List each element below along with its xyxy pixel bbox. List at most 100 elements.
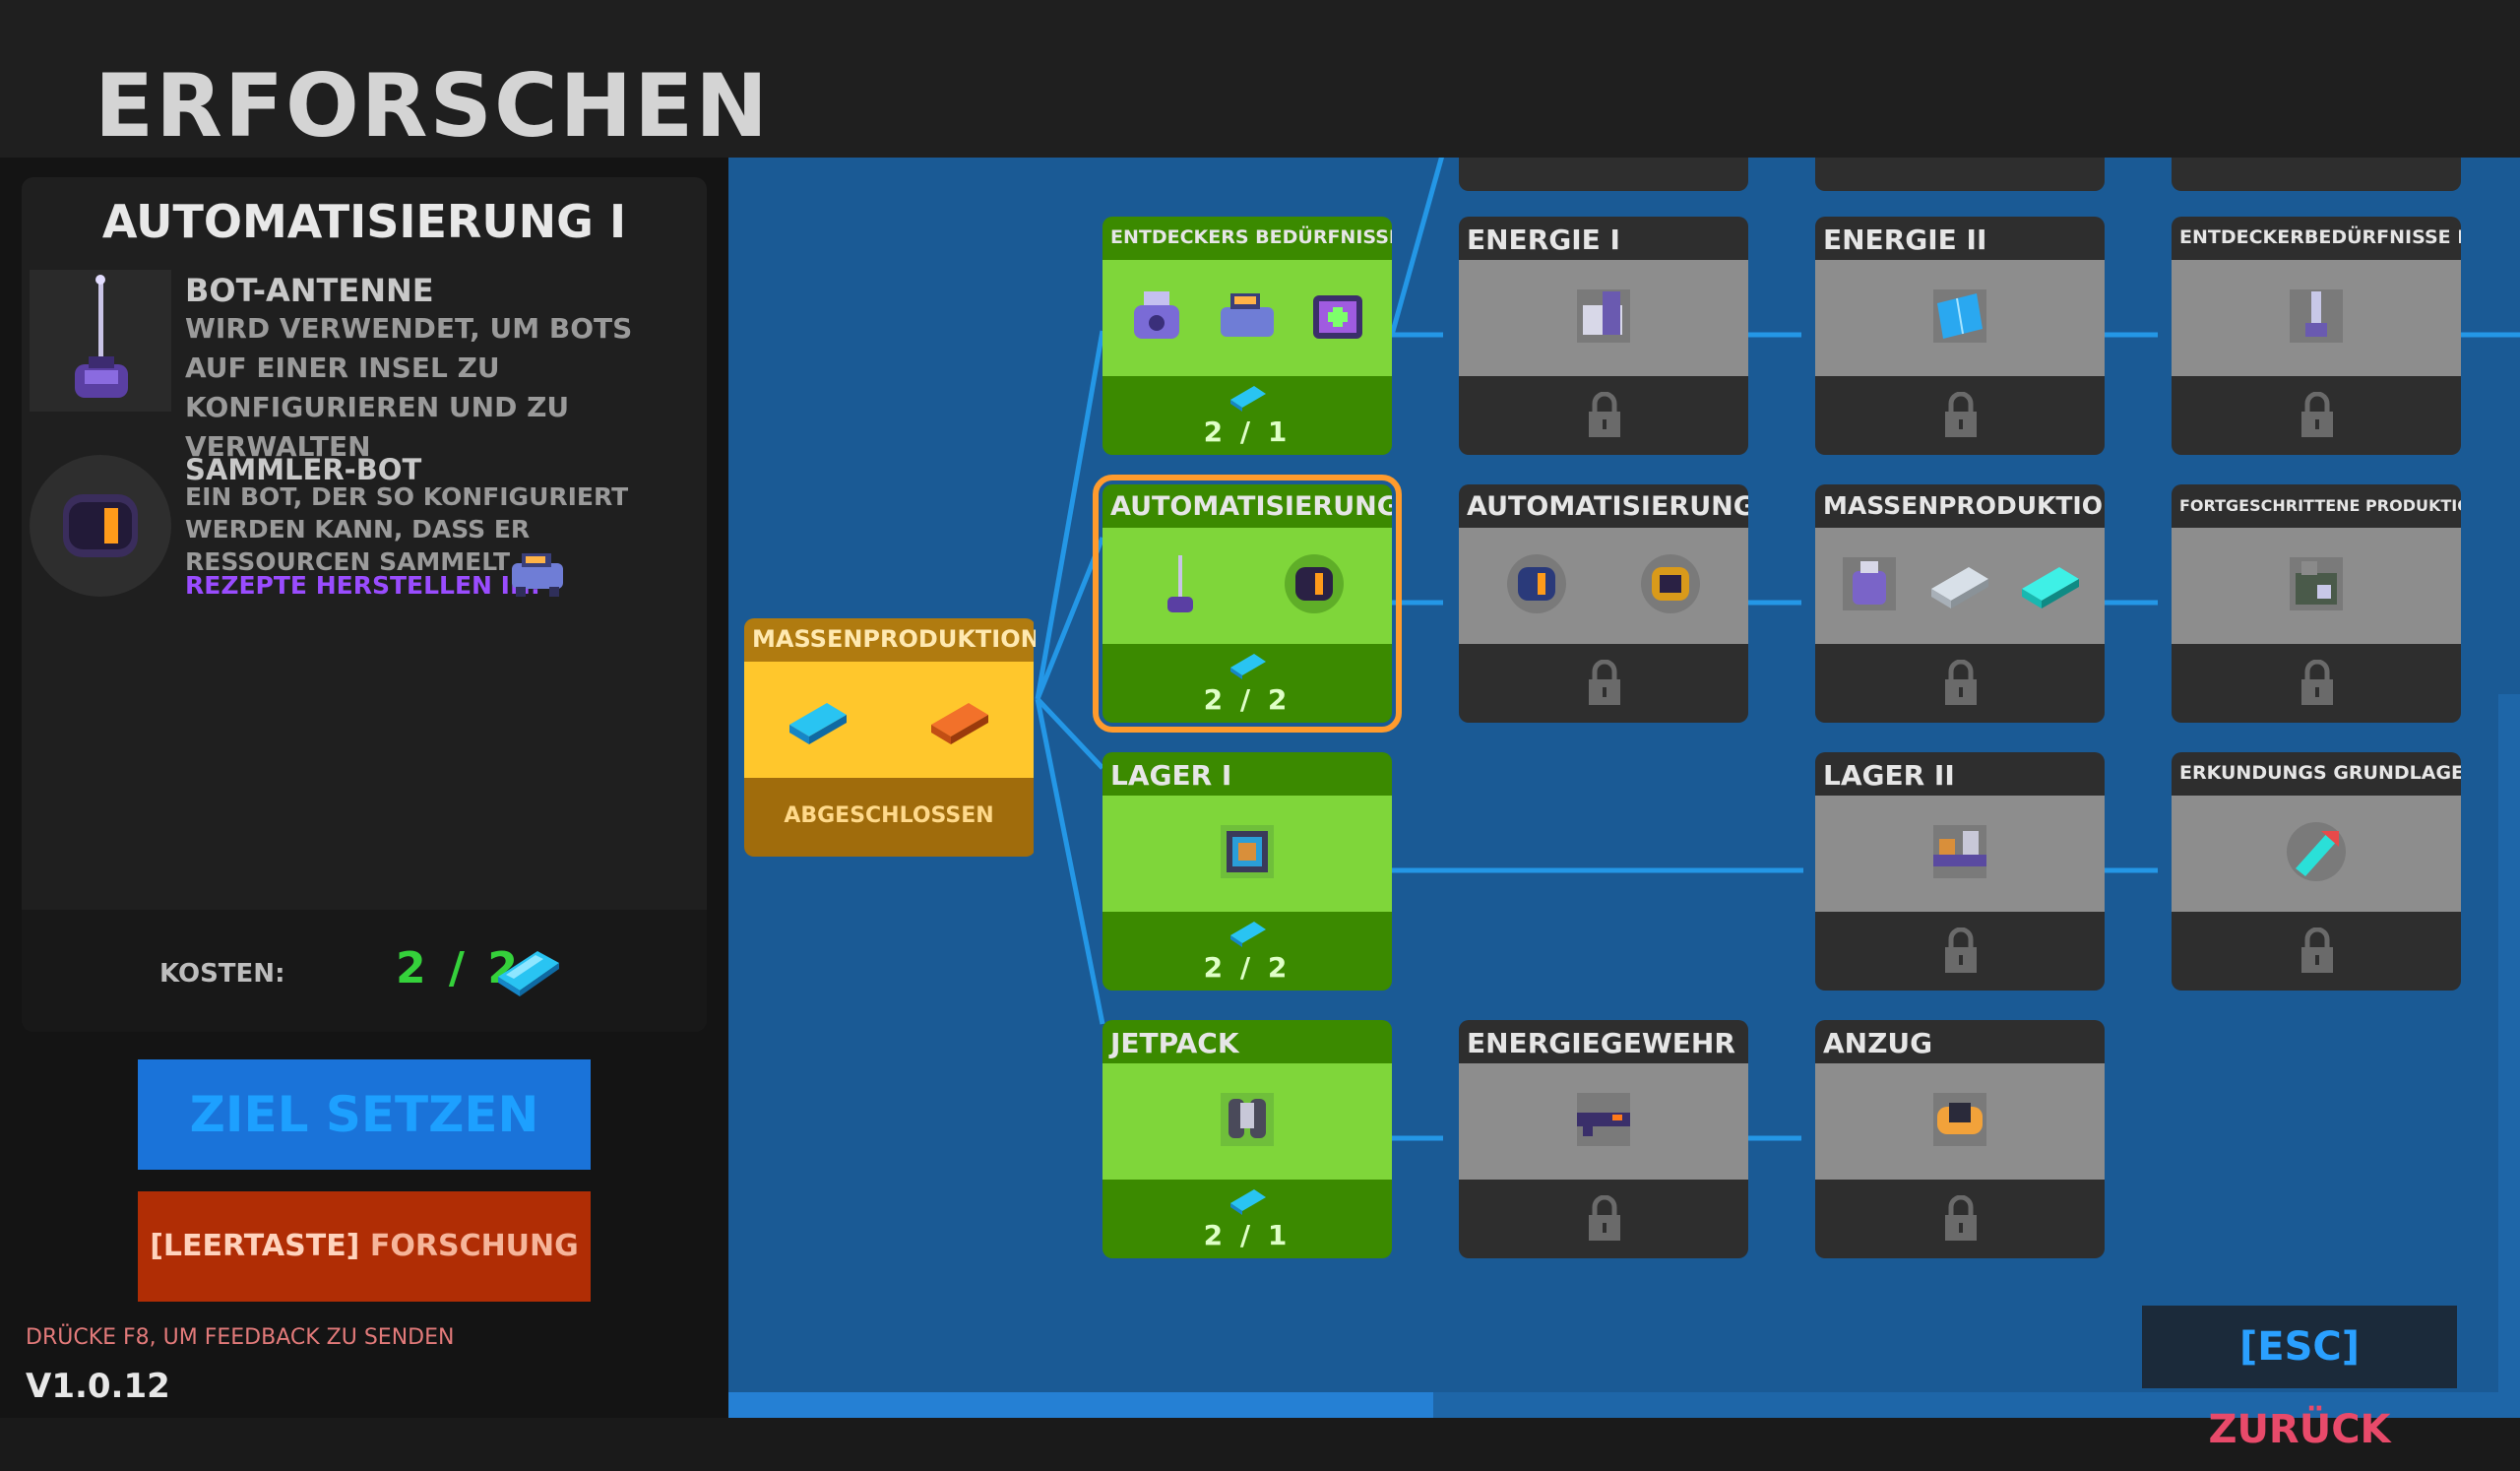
research-node-erkundungs-grundlagen-2[interactable]: ERKUNDUNGS GRUNDLAGEN II <box>2172 752 2461 991</box>
version-label: V1.0.12 <box>26 1367 170 1406</box>
research-node-massenproduktion-2[interactable]: MASSENPRODUKTION II <box>1815 484 2105 723</box>
blue-bot-icon <box>1507 554 1566 613</box>
node-title: ERKUNDUNGS GRUNDLAGEN II <box>2179 762 2461 784</box>
research-title: AUTOMATISIERUNG I <box>101 195 627 248</box>
node-cost: 2 / 2 <box>1203 951 1292 984</box>
research-node-partial[interactable] <box>1815 158 2105 191</box>
gold-bot-icon <box>1641 554 1700 613</box>
crystal-icon <box>1230 654 1266 679</box>
node-title: FORTGESCHRITTENE PRODUKTION I <box>2179 496 2461 515</box>
node-title: JETPACK <box>1110 1027 1239 1059</box>
node-status: ABGESCHLOSSEN <box>784 803 994 828</box>
research-node-automatisierung-2[interactable]: AUTOMATISIERUNG II <box>1459 484 1748 723</box>
storage-crate-icon <box>1221 825 1274 878</box>
antenna-icon <box>1167 555 1193 612</box>
item-description-collector-bot: EIN BOT, DER SO KONFIGURIERT WERDEN KANN… <box>185 482 629 576</box>
research-node-lager-2[interactable]: LAGER II <box>1815 752 2105 991</box>
horizontal-scrollbar[interactable] <box>728 1392 2520 1418</box>
node-title: AUTOMATISIERUNG II <box>1467 491 1748 522</box>
research-tree[interactable]: MASSENPRODUKTION I ABGESCHLOSSEN ENTDECK… <box>728 158 2520 1418</box>
crystal-icon <box>1230 1189 1266 1215</box>
beacon-icon <box>2290 289 2343 343</box>
node-title: ENERGIEGEWEHR <box>1467 1027 1735 1059</box>
back-button[interactable]: [ESC] ZURÜCK <box>2142 1306 2457 1452</box>
research-node-energiegewehr[interactable]: ENERGIEGEWEHR <box>1459 1020 1748 1258</box>
lock-icon <box>1945 660 1977 705</box>
research-node-anzug[interactable]: ANZUG <box>1815 1020 2105 1258</box>
scrollbar-thumb[interactable] <box>728 1392 1433 1418</box>
tree-connections <box>1035 158 2520 1141</box>
antenna-icon <box>30 270 171 412</box>
suit-icon <box>1933 1093 1986 1146</box>
refinery-icon <box>1843 557 1896 610</box>
vertical-scrollbar[interactable] <box>2498 694 2520 1392</box>
node-title: ANZUG <box>1823 1027 1933 1059</box>
node-title: LAGER II <box>1823 759 1955 792</box>
lock-icon <box>1589 392 1620 437</box>
top-bar <box>0 0 2520 158</box>
research-node-automatisierung-1[interactable]: AUTOMATISIERUNG I 2 / 2 <box>1093 475 1402 733</box>
research-node-massenproduktion-1[interactable]: MASSENPRODUKTION I ABGESCHLOSSEN <box>744 618 1036 857</box>
workbench-icon <box>1221 293 1274 337</box>
workbench-icon <box>508 549 567 603</box>
lock-icon <box>1589 660 1620 705</box>
lock-icon <box>1945 927 1977 973</box>
cost-label: KOSTEN: <box>159 959 285 989</box>
lock-icon <box>1945 392 1977 437</box>
node-title: ENTDECKERBEDÜRFNISSE III <box>2179 226 2461 248</box>
copper-bar-icon <box>931 703 988 744</box>
solar-panel-icon <box>1933 289 1986 343</box>
conveyor-icon <box>1933 825 1986 878</box>
node-title: ENTDECKERS BEDÜRFNISSE I <box>1110 226 1392 248</box>
cost-value: 2 / 2 <box>396 943 522 993</box>
research-node-lager-1[interactable]: LAGER I 2 / 2 <box>1102 752 1392 991</box>
lock-icon <box>1589 1195 1620 1241</box>
research-node-energie-1[interactable]: ENERGIE I <box>1459 217 1748 455</box>
feedback-hint: DRÜCKE F8, UM FEEDBACK ZU SENDEN <box>26 1325 455 1350</box>
factory-icon <box>2290 557 2343 610</box>
lock-icon <box>1945 1195 1977 1241</box>
generator-icon <box>1577 289 1630 343</box>
research-label: FORSCHUNG <box>369 1229 579 1263</box>
page-title: ERFORSCHEN <box>94 55 770 157</box>
node-cost: 2 / 2 <box>1203 683 1292 716</box>
lock-icon <box>2301 927 2333 973</box>
research-key: [LEERTASTE] <box>150 1229 360 1263</box>
node-cost: 2 / 1 <box>1203 1219 1292 1251</box>
crystal-icon <box>1230 922 1266 947</box>
research-node-entdecker-3[interactable]: ENTDECKERBEDÜRFNISSE III <box>2172 217 2461 455</box>
research-node-entdeckers-1[interactable]: ENTDECKERS BEDÜRFNISSE I 2 / 1 <box>1102 217 1392 455</box>
set-goal-button[interactable]: ZIEL SETZEN <box>138 1059 591 1170</box>
research-info-panel: AUTOMATISIERUNG I BOT-ANTENNE WIRD VERWE… <box>22 177 707 1032</box>
item-name-antenna: BOT-ANTENNE <box>185 272 434 309</box>
item-description-antenna: WIRD VERWENDET, UM BOTS AUF EINER INSEL … <box>185 312 633 463</box>
back-label: ZURÜCK <box>2208 1407 2391 1452</box>
research-node-jetpack[interactable]: JETPACK 2 / 1 <box>1102 1020 1392 1258</box>
lock-icon <box>2301 392 2333 437</box>
node-title: AUTOMATISIERUNG I <box>1110 491 1392 522</box>
research-node-energie-2[interactable]: ENERGIE II <box>1815 217 2105 455</box>
jetpack-icon <box>1221 1093 1274 1146</box>
energy-rifle-icon <box>1577 1093 1630 1146</box>
node-title: LAGER I <box>1110 759 1232 792</box>
node-title: ENERGIE II <box>1823 224 1987 256</box>
robot-station-icon <box>1134 291 1179 339</box>
medkit-icon <box>1313 295 1362 339</box>
cost-bar: KOSTEN: 2 / 2 <box>22 910 707 1032</box>
research-node-partial[interactable] <box>1459 158 1748 191</box>
blue-bar-icon <box>789 703 847 744</box>
node-title: MASSENPRODUKTION II <box>1823 491 2105 520</box>
node-cost: 2 / 1 <box>1203 416 1292 448</box>
research-node-partial[interactable] <box>2172 158 2461 191</box>
recipe-label: REZEPTE HERSTELLEN IN: <box>185 571 540 600</box>
crystal-icon <box>1230 386 1266 412</box>
pickaxe-icon <box>2287 822 2346 881</box>
bot-icon <box>30 455 171 597</box>
silver-bar-icon <box>1931 567 1988 608</box>
bot-icon <box>1285 554 1344 613</box>
research-node-fortgeschrittene-produktion-1[interactable]: FORTGESCHRITTENE PRODUKTION I <box>2172 484 2461 723</box>
cyan-bar-icon <box>2022 567 2079 608</box>
lock-icon <box>2301 660 2333 705</box>
crystal-icon <box>492 943 563 1002</box>
research-button[interactable]: [LEERTASTE] FORSCHUNG <box>138 1191 591 1302</box>
